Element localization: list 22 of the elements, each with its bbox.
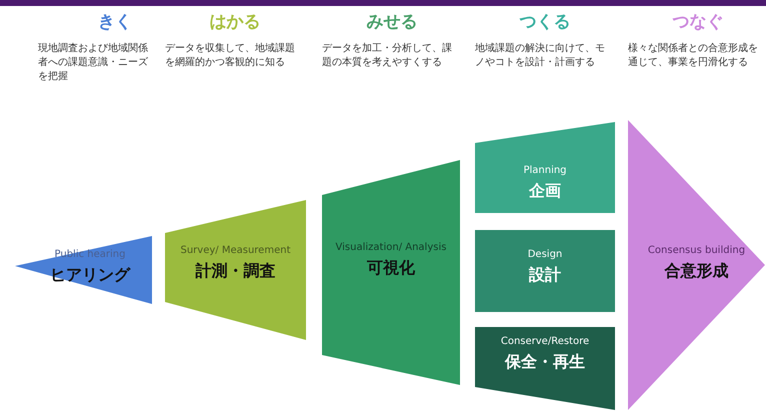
column-heading: きく [97, 11, 133, 33]
english-label: Consensus building [648, 245, 746, 257]
column-heading: はかる [208, 11, 262, 33]
japanese-label: 設計 [529, 265, 561, 285]
column-description: データを加工・分析して、課題の本質を考えやすくする [322, 42, 453, 70]
column-description: 現地調査および地域関係者への課題意識・ニーズを把握 [38, 42, 149, 84]
english-label: Survey/ Measurement [180, 245, 290, 257]
column-heading: みせる [366, 11, 418, 33]
japanese-label: 保全・再生 [505, 352, 585, 372]
english-label: Planning [523, 165, 567, 177]
english-label: Visualization/ Analysis [336, 242, 446, 254]
japanese-label: 企画 [529, 181, 561, 201]
japanese-label: 計測・調査 [196, 261, 276, 281]
english-label: Design [528, 249, 562, 261]
column-description: データを収集して、地域課題を網羅的かつ客観的に知る [165, 42, 296, 70]
english-label: Conserve/Restore [500, 336, 590, 348]
column-heading: つなぐ [672, 11, 724, 33]
japanese-label: 合意形成 [664, 261, 728, 281]
column-description: 様々な関係者との合意形成を通じて、事業を円滑化する [628, 42, 759, 70]
column-heading: つくる [518, 11, 572, 33]
japanese-label: 可視化 [367, 258, 415, 278]
column-description: 地域課題の解決に向けて、モノやコトを設計・計画する [475, 42, 606, 70]
